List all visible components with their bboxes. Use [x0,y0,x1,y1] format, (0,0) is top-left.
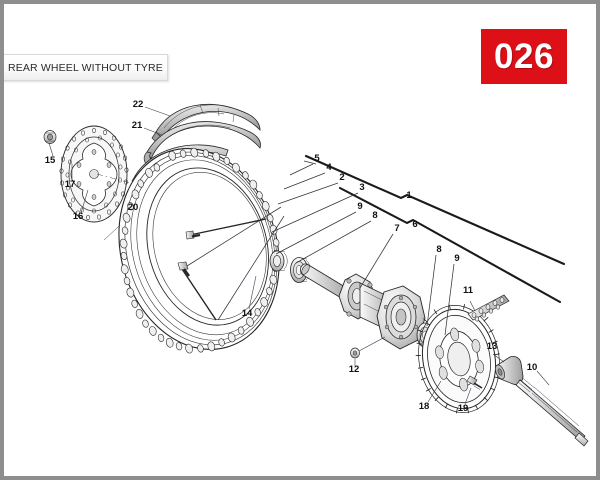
callout-9b: 9 [454,253,459,264]
leader-14 [248,275,257,310]
left-bearing-stack [269,250,354,302]
callout-6: 6 [412,219,417,230]
spine-1 [304,154,566,266]
callout-19: 19 [458,403,469,414]
leader-13 [492,353,505,363]
callout-14: 14 [242,308,253,319]
rear-sprocket-part [415,304,501,414]
callout-21: 21 [132,120,143,131]
callout-20: 20 [128,202,139,213]
callout-1: 1 [406,190,412,201]
callout-18: 18 [419,401,430,412]
brake-disc-assembly [43,125,165,223]
callout-13: 13 [487,341,498,352]
callout-11: 11 [463,285,474,296]
hub-bolt-part [350,347,360,359]
leader-15 [48,142,54,157]
leader-19 [464,387,472,405]
page-title: REAR WHEEL WITHOUT TYRE [8,61,163,74]
disc-nut-part [43,130,57,144]
callout-22: 22 [133,99,144,110]
leader-21 [143,127,163,136]
callout-3: 3 [359,182,364,193]
page-number-badge: 026 [481,29,567,84]
callout-17: 17 [65,179,76,190]
drive-chain-part [467,294,510,322]
exploded-parts-illustration: 1 2 3 4 5 6 7 8 8 9 9 10 11 12 13 14 15 … [43,99,589,447]
spine-6 [338,186,562,304]
callout-9a: 9 [357,201,362,212]
leader-22 [144,106,171,117]
brake-disc-part [59,125,129,223]
callout-7: 7 [394,223,399,234]
axle-spacer-part [492,353,524,385]
callout-labels: 1 2 3 4 5 6 7 8 8 9 9 10 11 12 13 14 15 … [45,99,538,414]
rear-axle-part [515,370,589,447]
callout-8a: 8 [372,210,377,221]
page-number: 026 [494,36,554,76]
diagram-title-box: REAR WHEEL WITHOUT TYRE [4,54,168,81]
callout-2: 2 [339,172,344,183]
callout-leader-network [271,154,566,336]
leader-10 [536,370,550,386]
callout-10: 10 [527,362,538,373]
hub-body-part [338,273,426,366]
leader-18 [427,380,442,403]
sprocket-bolt-part [466,375,483,390]
callout-16: 16 [73,211,84,222]
callout-5: 5 [314,153,320,164]
callout-4: 4 [326,162,332,173]
wheel-rim-part [118,147,281,354]
callout-15: 15 [45,155,56,166]
leader-16 [80,189,89,214]
spoke-parts [177,206,285,321]
callout-12: 12 [349,364,360,375]
callout-8b: 8 [436,244,441,255]
bearing-seal-left [269,250,288,272]
leader-11 [469,300,476,312]
